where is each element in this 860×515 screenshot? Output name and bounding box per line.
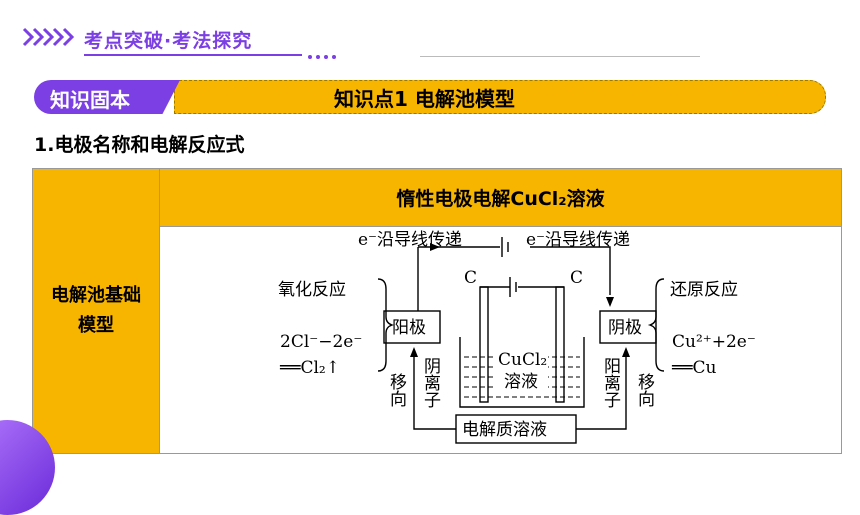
electrode-left-c: C (464, 268, 477, 288)
reduction-label: 还原反应 (670, 280, 738, 300)
electrode-right-c: C (570, 268, 583, 288)
column-header-cell: 惰性电极电解CuCl₂溶液 (160, 169, 841, 227)
row-label-line2: 模型 (78, 315, 114, 336)
subheading: 1.电极名称和电解反应式 (34, 134, 245, 156)
row-label-line1: 电解池基础 (51, 285, 141, 306)
cathode-eq-line1: Cu²⁺+2e⁻ (672, 332, 756, 352)
banner-tag-bg (34, 80, 180, 114)
row-label: 电解池基础模型 (33, 281, 159, 341)
cathode-label: 阴极 (608, 318, 642, 338)
chevrons-icon (22, 27, 75, 47)
banner-title: 知识点1 电解池模型 (334, 87, 515, 111)
electrolyte-label: 电解质溶液 (462, 420, 547, 440)
solution-line2: 溶液 (504, 372, 538, 392)
left-move-label: 移向 (386, 373, 407, 407)
anode-label: 阳极 (392, 318, 426, 338)
header-rule (420, 56, 700, 57)
decorative-dots (308, 55, 336, 59)
wire-left-label: e⁻沿导线传递 (358, 230, 462, 250)
electrolysis-diagram: e⁻沿导线传递 e⁻沿导线传递 C C 阳极 阴极 氧化反应 还原反应 2Cl⁻… (278, 230, 756, 444)
section-title: 考点突破·考法探究 (84, 30, 253, 52)
title-underline (84, 54, 302, 56)
anode-eq-line1: 2Cl⁻−2e⁻ (280, 332, 362, 352)
knowledge-banner: 知识固本 知识点1 电解池模型 (34, 80, 830, 114)
anode-eq-line2: ══Cl₂↑ (279, 358, 340, 378)
right-move-label: 移向 (634, 373, 655, 407)
oxidation-label: 氧化反应 (278, 280, 346, 300)
banner-gold-bar (174, 80, 826, 114)
right-ion-label: 阳离子 (600, 357, 621, 408)
wire-right-label: e⁻沿导线传递 (526, 230, 630, 250)
cathode-eq-line2: ══Cu (671, 358, 716, 378)
solution-line1: CuCl₂ (498, 350, 547, 370)
column-header: 惰性电极电解CuCl₂溶液 (396, 188, 605, 210)
row-label-cell: 电解池基础模型 (33, 169, 160, 453)
banner-tag: 知识固本 (50, 88, 130, 112)
left-ion-label: 阴离子 (420, 357, 441, 408)
model-table: 电解池基础模型 惰性电极电解CuCl₂溶液 (32, 168, 842, 454)
